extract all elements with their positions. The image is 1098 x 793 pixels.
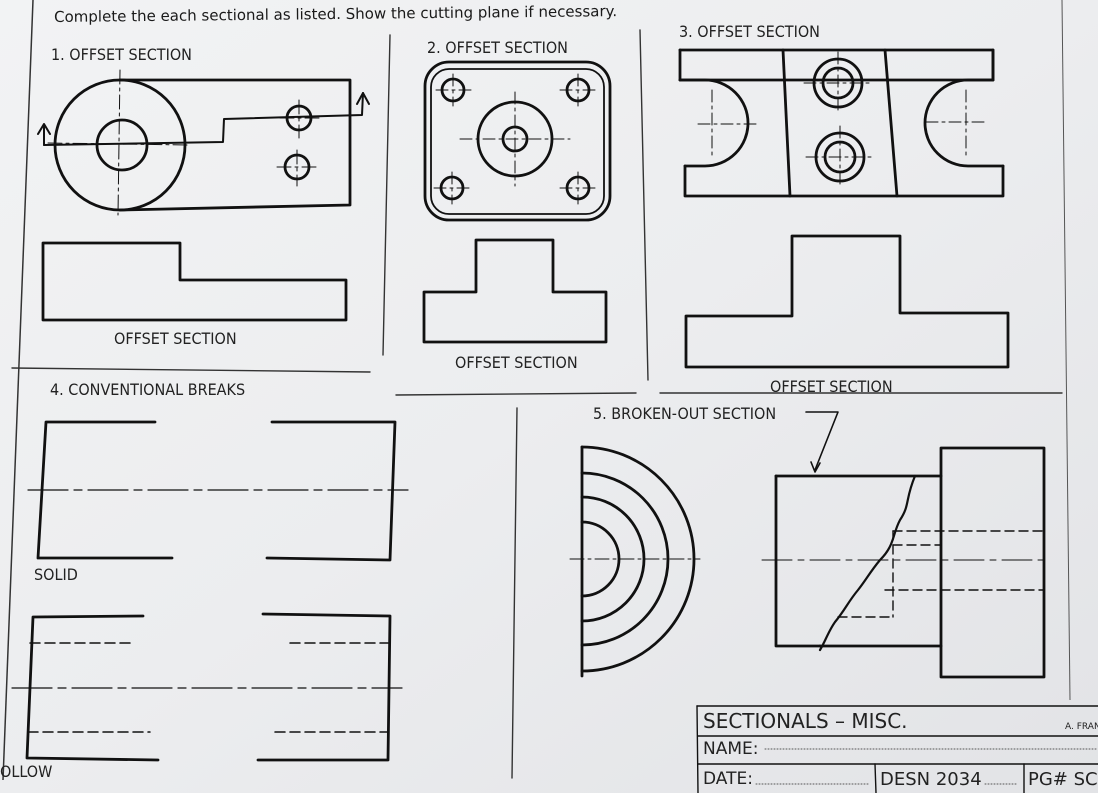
p4-hollow-label: OLLOW — [0, 762, 53, 781]
p4-solid-label: SOLID — [34, 565, 78, 584]
p5-front-view — [774, 446, 1046, 679]
p2-title: 2. OFFSET SECTION — [427, 38, 568, 57]
title-block-author: A. FRAN — [1065, 722, 1098, 732]
p5-title: 5. BROKEN-OUT SECTION — [593, 404, 777, 423]
title-block-date-label: DATE: — [703, 769, 753, 789]
p1-cutting-plane — [37, 92, 370, 146]
p1-section-label: OFFSET SECTION — [114, 329, 237, 348]
p1-front-view — [41, 241, 348, 322]
p3-centerlines — [697, 51, 985, 189]
p5-hidden-lines — [837, 530, 1045, 618]
p5-leader — [805, 411, 839, 473]
p4-title: 4. CONVENTIONAL BREAKS — [50, 380, 246, 399]
p1-title: 1. OFFSET SECTION — [51, 45, 192, 64]
p2-front-view — [422, 238, 608, 344]
title-block-course: DESN 2034 — [880, 769, 982, 790]
p4-hollow-hidden — [27, 642, 389, 733]
p3-front-view — [684, 234, 1010, 369]
title-block-dots — [755, 748, 1097, 785]
p5-side-view — [580, 445, 696, 678]
title-block — [696, 705, 1098, 793]
p3-section-label: OFFSET SECTION — [770, 377, 893, 396]
p2-section-label: OFFSET SECTION — [455, 353, 578, 372]
p5-break-line — [818, 474, 917, 652]
p3-title: 3. OFFSET SECTION — [679, 22, 820, 41]
title-block-name-label: NAME: — [703, 739, 759, 759]
panel-dividers — [11, 29, 1063, 779]
title-block-page: PG# SC — [1028, 769, 1098, 790]
p2-centerlines — [433, 73, 597, 205]
title-block-title: SECTIONALS – MISC. — [703, 709, 908, 733]
